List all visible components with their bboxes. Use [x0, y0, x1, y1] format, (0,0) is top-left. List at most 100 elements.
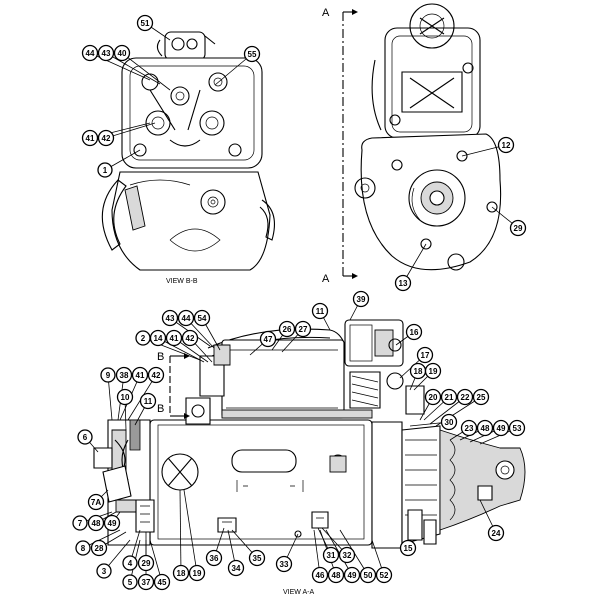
- leader-line: [183, 489, 198, 574]
- callout-circle: [259, 330, 277, 348]
- callout-48: 48: [87, 514, 105, 532]
- callout-49: 49: [103, 514, 121, 532]
- callout-6: 6: [77, 429, 93, 445]
- callout-number: 41: [136, 371, 145, 380]
- callout-number: 52: [380, 571, 389, 580]
- callout-8: 8: [75, 540, 91, 556]
- callout-circle: [275, 555, 293, 573]
- callout-circle: [327, 566, 345, 584]
- callout-number: 38: [120, 371, 129, 380]
- callout-17: 17: [416, 346, 434, 364]
- callout-42: 42: [181, 329, 199, 347]
- callout-number: 19: [193, 569, 202, 578]
- callout-circle: [122, 574, 138, 590]
- callout-48: 48: [327, 566, 345, 584]
- leader-line: [121, 52, 171, 91]
- callout-number: 43: [102, 49, 111, 58]
- callout-circle: [147, 366, 165, 384]
- callout-number: 44: [182, 314, 191, 323]
- callout-circle: [322, 546, 340, 564]
- callout-49: 49: [492, 419, 510, 437]
- callout-circle: [487, 524, 505, 542]
- callout-54: 54: [193, 309, 211, 327]
- callout-number: 34: [232, 564, 241, 573]
- callout-number: 29: [142, 559, 151, 568]
- leader-line: [157, 337, 205, 363]
- callout-43: 43: [161, 309, 179, 327]
- callout-13: 13: [394, 274, 412, 292]
- callout-circle: [90, 539, 108, 557]
- callout-number: 13: [399, 279, 408, 288]
- callout-38: 38: [115, 366, 133, 384]
- callout-number: 7A: [91, 498, 101, 507]
- callout-number: 42: [102, 134, 111, 143]
- section-a-top-label: A: [322, 7, 330, 19]
- section-line-a: [342, 9, 358, 279]
- leader-line: [179, 489, 182, 574]
- callout-7A: 7A: [87, 493, 105, 511]
- callout-2: 2: [135, 330, 151, 346]
- callout-28: 28: [90, 539, 108, 557]
- callout-4: 4: [122, 555, 138, 571]
- callout-circle: [278, 320, 296, 338]
- callout-circle: [103, 514, 121, 532]
- callout-circle: [399, 539, 417, 557]
- callout-number: 11: [144, 397, 153, 406]
- callout-circle: [193, 309, 211, 327]
- callout-number: 23: [465, 424, 474, 433]
- callout-26: 26: [278, 320, 296, 338]
- callout-32: 32: [338, 546, 356, 564]
- callout-circle: [96, 563, 112, 579]
- callout-number: 40: [118, 49, 127, 58]
- callout-48: 48: [476, 419, 494, 437]
- callout-circle: [311, 302, 329, 320]
- callout-number: 32: [343, 551, 352, 560]
- callout-number: 9: [106, 371, 111, 380]
- callout-circle: [81, 129, 99, 147]
- callout-circle: [205, 549, 223, 567]
- view-bb-label: VIEW B-B: [166, 278, 198, 285]
- callout-40: 40: [113, 44, 131, 62]
- callout-circle: [440, 413, 458, 431]
- callout-number: 54: [198, 314, 207, 323]
- callout-number: 33: [280, 560, 289, 569]
- callout-number: 42: [186, 334, 195, 343]
- callout-number: 6: [83, 433, 88, 442]
- callout-number: 26: [283, 325, 292, 334]
- callout-circle: [460, 419, 478, 437]
- callout-10: 10: [116, 388, 134, 406]
- callout-19: 19: [188, 564, 206, 582]
- callout-circle: [137, 554, 155, 572]
- callout-number: 39: [357, 295, 366, 304]
- callout-circle: [72, 515, 88, 531]
- callout-number: 7: [78, 519, 83, 528]
- callout-circle: [476, 419, 494, 437]
- callout-circle: [394, 274, 412, 292]
- view-bb-drawing: [101, 31, 275, 271]
- callout-circle: [149, 329, 167, 347]
- section-b-top-label: B: [157, 351, 164, 363]
- callout-number: 27: [299, 325, 308, 334]
- callout-46: 46: [311, 566, 329, 584]
- callout-circle: [172, 564, 190, 582]
- view-aa-label: VIEW A-A: [283, 589, 314, 596]
- callout-circle: [508, 419, 526, 437]
- callout-circle: [359, 566, 377, 584]
- callout-number: 46: [316, 571, 325, 580]
- callout-47: 47: [259, 330, 277, 348]
- callout-circle: [416, 346, 434, 364]
- callout-number: 35: [253, 554, 262, 563]
- callout-44: 44: [81, 44, 99, 62]
- callout-37: 37: [137, 573, 155, 591]
- callout-number: 15: [404, 544, 413, 553]
- callout-41: 41: [165, 329, 183, 347]
- callout-number: 47: [264, 335, 273, 344]
- callout-number: 43: [166, 314, 175, 323]
- callout-20: 20: [424, 388, 442, 406]
- callout-number: 19: [429, 367, 438, 376]
- callout-number: 31: [327, 551, 336, 560]
- callout-circle: [227, 559, 245, 577]
- callout-number: 30: [445, 418, 454, 427]
